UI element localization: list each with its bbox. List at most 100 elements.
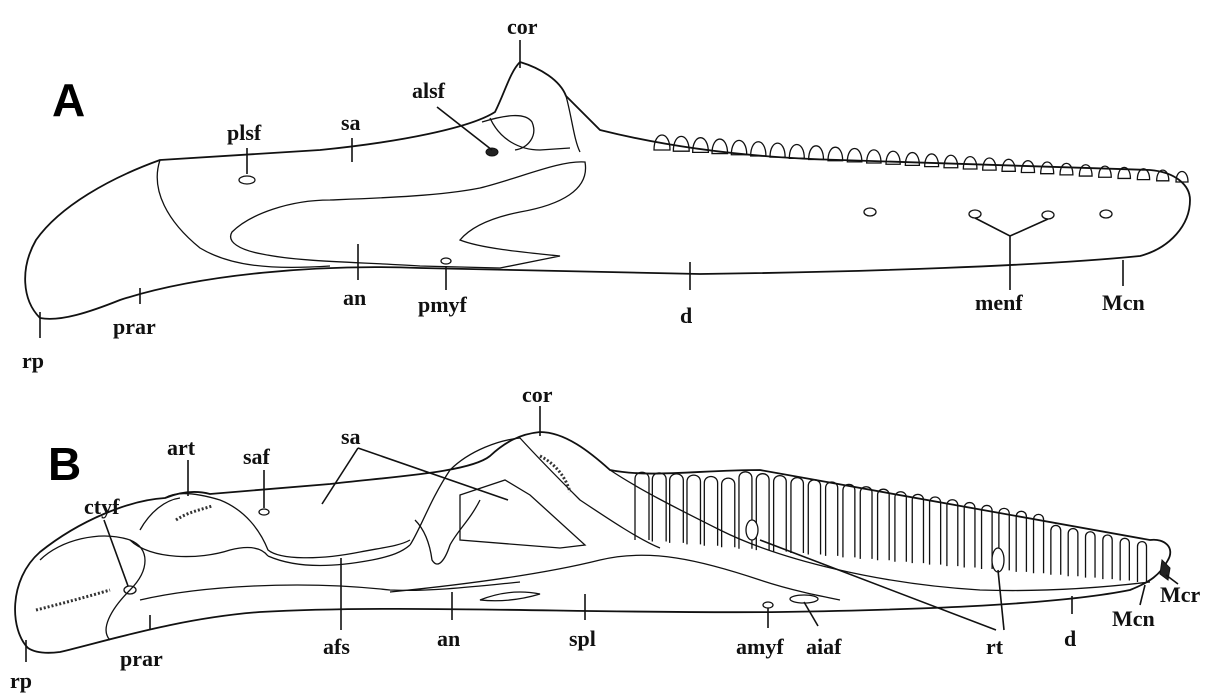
tooth-a — [944, 155, 958, 168]
tooth-a — [925, 154, 939, 167]
coronoid-edge-a2 — [566, 96, 580, 152]
tooth-b — [791, 478, 803, 553]
label-saf-b: saf — [243, 444, 271, 469]
coronoid-edge-a — [490, 118, 570, 150]
label-aiaf-b: aiaf — [806, 634, 842, 659]
angular-outline-a — [231, 162, 586, 268]
coronoid-inner-b — [410, 438, 660, 548]
panel-a: A cor alsf — [22, 14, 1190, 373]
tooth-b — [843, 484, 855, 557]
tooth-a — [1060, 163, 1073, 175]
art-fossa-mark — [176, 506, 212, 520]
tooth-b — [912, 494, 923, 563]
tooth-b — [860, 487, 872, 559]
label-pmyf-a: pmyf — [418, 292, 468, 317]
label-alsf-a: alsf — [412, 78, 446, 103]
tooth-b — [652, 473, 666, 542]
tooth-a — [751, 142, 766, 156]
label-sa-b: sa — [341, 424, 361, 449]
coronoid-process-b — [415, 500, 480, 564]
label-sa-a: sa — [341, 110, 361, 135]
leader-aiaf-b — [804, 602, 818, 626]
tooth-b — [722, 478, 735, 547]
tooth-a — [809, 146, 824, 160]
replacement-tooth — [746, 520, 758, 540]
tooth-b — [1051, 525, 1061, 574]
tooth-a — [1079, 165, 1092, 176]
label-menf-a: menf — [975, 290, 1023, 315]
tooth-b — [756, 474, 769, 550]
jaw-outline-a — [25, 62, 1190, 319]
replacement-tooth — [992, 548, 1004, 572]
leader-ctyf-b — [104, 520, 128, 586]
mental-foramen-4 — [1100, 210, 1112, 218]
aiaf-foramen — [790, 595, 818, 603]
tooth-a — [905, 153, 919, 166]
articular-outline-b — [165, 494, 410, 558]
mental-foramen-3 — [1042, 211, 1054, 219]
tooth-a — [1041, 162, 1054, 174]
label-prar-b: prar — [120, 646, 163, 671]
tooth-b — [1103, 535, 1112, 579]
plsf-foramen — [239, 176, 255, 184]
label-d-a: d — [680, 303, 692, 328]
retroarticular-b — [40, 536, 145, 640]
splenial-lower-b — [480, 592, 540, 601]
label-amyf-b: amyf — [736, 634, 784, 659]
saf-foramen — [259, 509, 269, 515]
rp-fossa-mark — [36, 590, 110, 610]
tooth-b — [964, 503, 975, 568]
tooth-a — [673, 136, 689, 151]
tooth-b — [1138, 542, 1147, 582]
tooth-b — [895, 492, 906, 562]
leader-menf-a — [975, 218, 1048, 290]
tooth-a — [1176, 172, 1188, 183]
tooth-b — [635, 472, 649, 540]
label-spl-b: spl — [569, 626, 596, 651]
leader-mcn-b — [1140, 585, 1145, 605]
label-rt-b: rt — [986, 634, 1004, 659]
label-mcn-a: Mcn — [1102, 290, 1145, 315]
tooth-b — [1086, 532, 1096, 578]
panel-b-letter: B — [48, 438, 81, 490]
tooth-b — [687, 475, 700, 544]
panel-a-letter: A — [52, 74, 85, 126]
label-ctyf-b: ctyf — [84, 494, 120, 519]
tooth-a — [789, 144, 804, 158]
tooth-b — [774, 476, 787, 552]
tooth-b — [947, 500, 958, 566]
articular-medial-b — [130, 540, 268, 557]
tooth-b — [1068, 529, 1078, 577]
articular-inner-b — [140, 498, 180, 530]
amyf-foramen — [763, 602, 773, 608]
tooth-b — [808, 480, 820, 555]
marginal-teeth-a — [654, 135, 1188, 182]
surangular-line-a — [482, 116, 534, 150]
prearticular-b — [140, 582, 520, 600]
tooth-b — [1016, 511, 1026, 572]
label-an-a: an — [343, 285, 366, 310]
tooth-b — [878, 489, 890, 560]
tooth-a — [828, 147, 843, 161]
mental-foramen-1 — [864, 208, 876, 216]
leader-rt-b-2 — [998, 570, 1004, 630]
tooth-b — [1034, 514, 1044, 573]
label-rp-b: rp — [10, 668, 32, 693]
leader-sa-b-1 — [322, 448, 358, 504]
label-rp-a: rp — [22, 348, 44, 373]
leader-sa-b-2 — [358, 448, 508, 500]
pmyf-foramen — [441, 258, 451, 264]
label-art-b: art — [167, 435, 196, 460]
label-afs-b: afs — [323, 634, 350, 659]
panel-b: B — [10, 382, 1201, 693]
tooth-a — [963, 157, 977, 169]
mental-foramen-2 — [969, 210, 981, 218]
label-cor-a: cor — [507, 14, 538, 39]
tooth-a — [770, 143, 785, 157]
label-prar-a: prar — [113, 314, 156, 339]
label-plsf-a: plsf — [227, 120, 262, 145]
leader-alsf-a — [437, 107, 492, 150]
label-mcn-b: Mcn — [1112, 606, 1155, 631]
tooth-b — [826, 482, 838, 556]
